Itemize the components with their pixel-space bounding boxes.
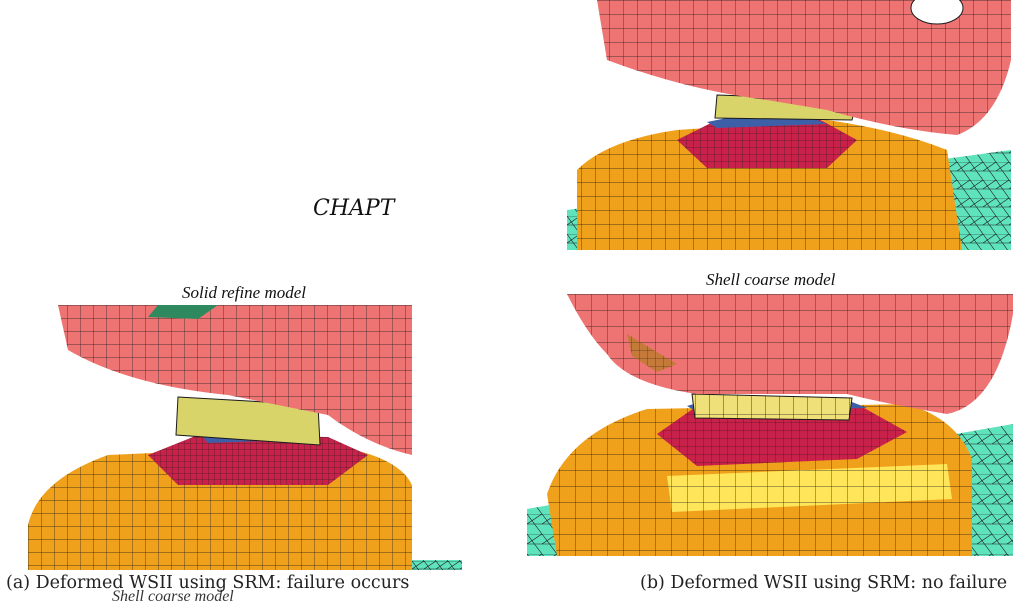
mesh-figure-top-right xyxy=(567,0,1011,250)
figure-panel-b xyxy=(527,294,1013,556)
chapter-header: CHAPT xyxy=(313,196,395,221)
caption-panel-a: (a) Deformed WSII using SRM: failure occ… xyxy=(6,573,410,593)
panel-a-label: Solid refine model xyxy=(182,283,307,302)
mesh-figure-panel-a xyxy=(28,305,462,570)
figure-top-right xyxy=(567,0,1011,250)
panel-b-label: Shell coarse model xyxy=(706,270,836,289)
caption-panel-b: (b) Deformed WSII using SRM: no failure xyxy=(640,573,1008,593)
figure-panel-a xyxy=(28,305,462,570)
caption-overlap-label: Shell coarse model xyxy=(112,588,234,605)
mesh-figure-panel-b xyxy=(527,294,1013,556)
